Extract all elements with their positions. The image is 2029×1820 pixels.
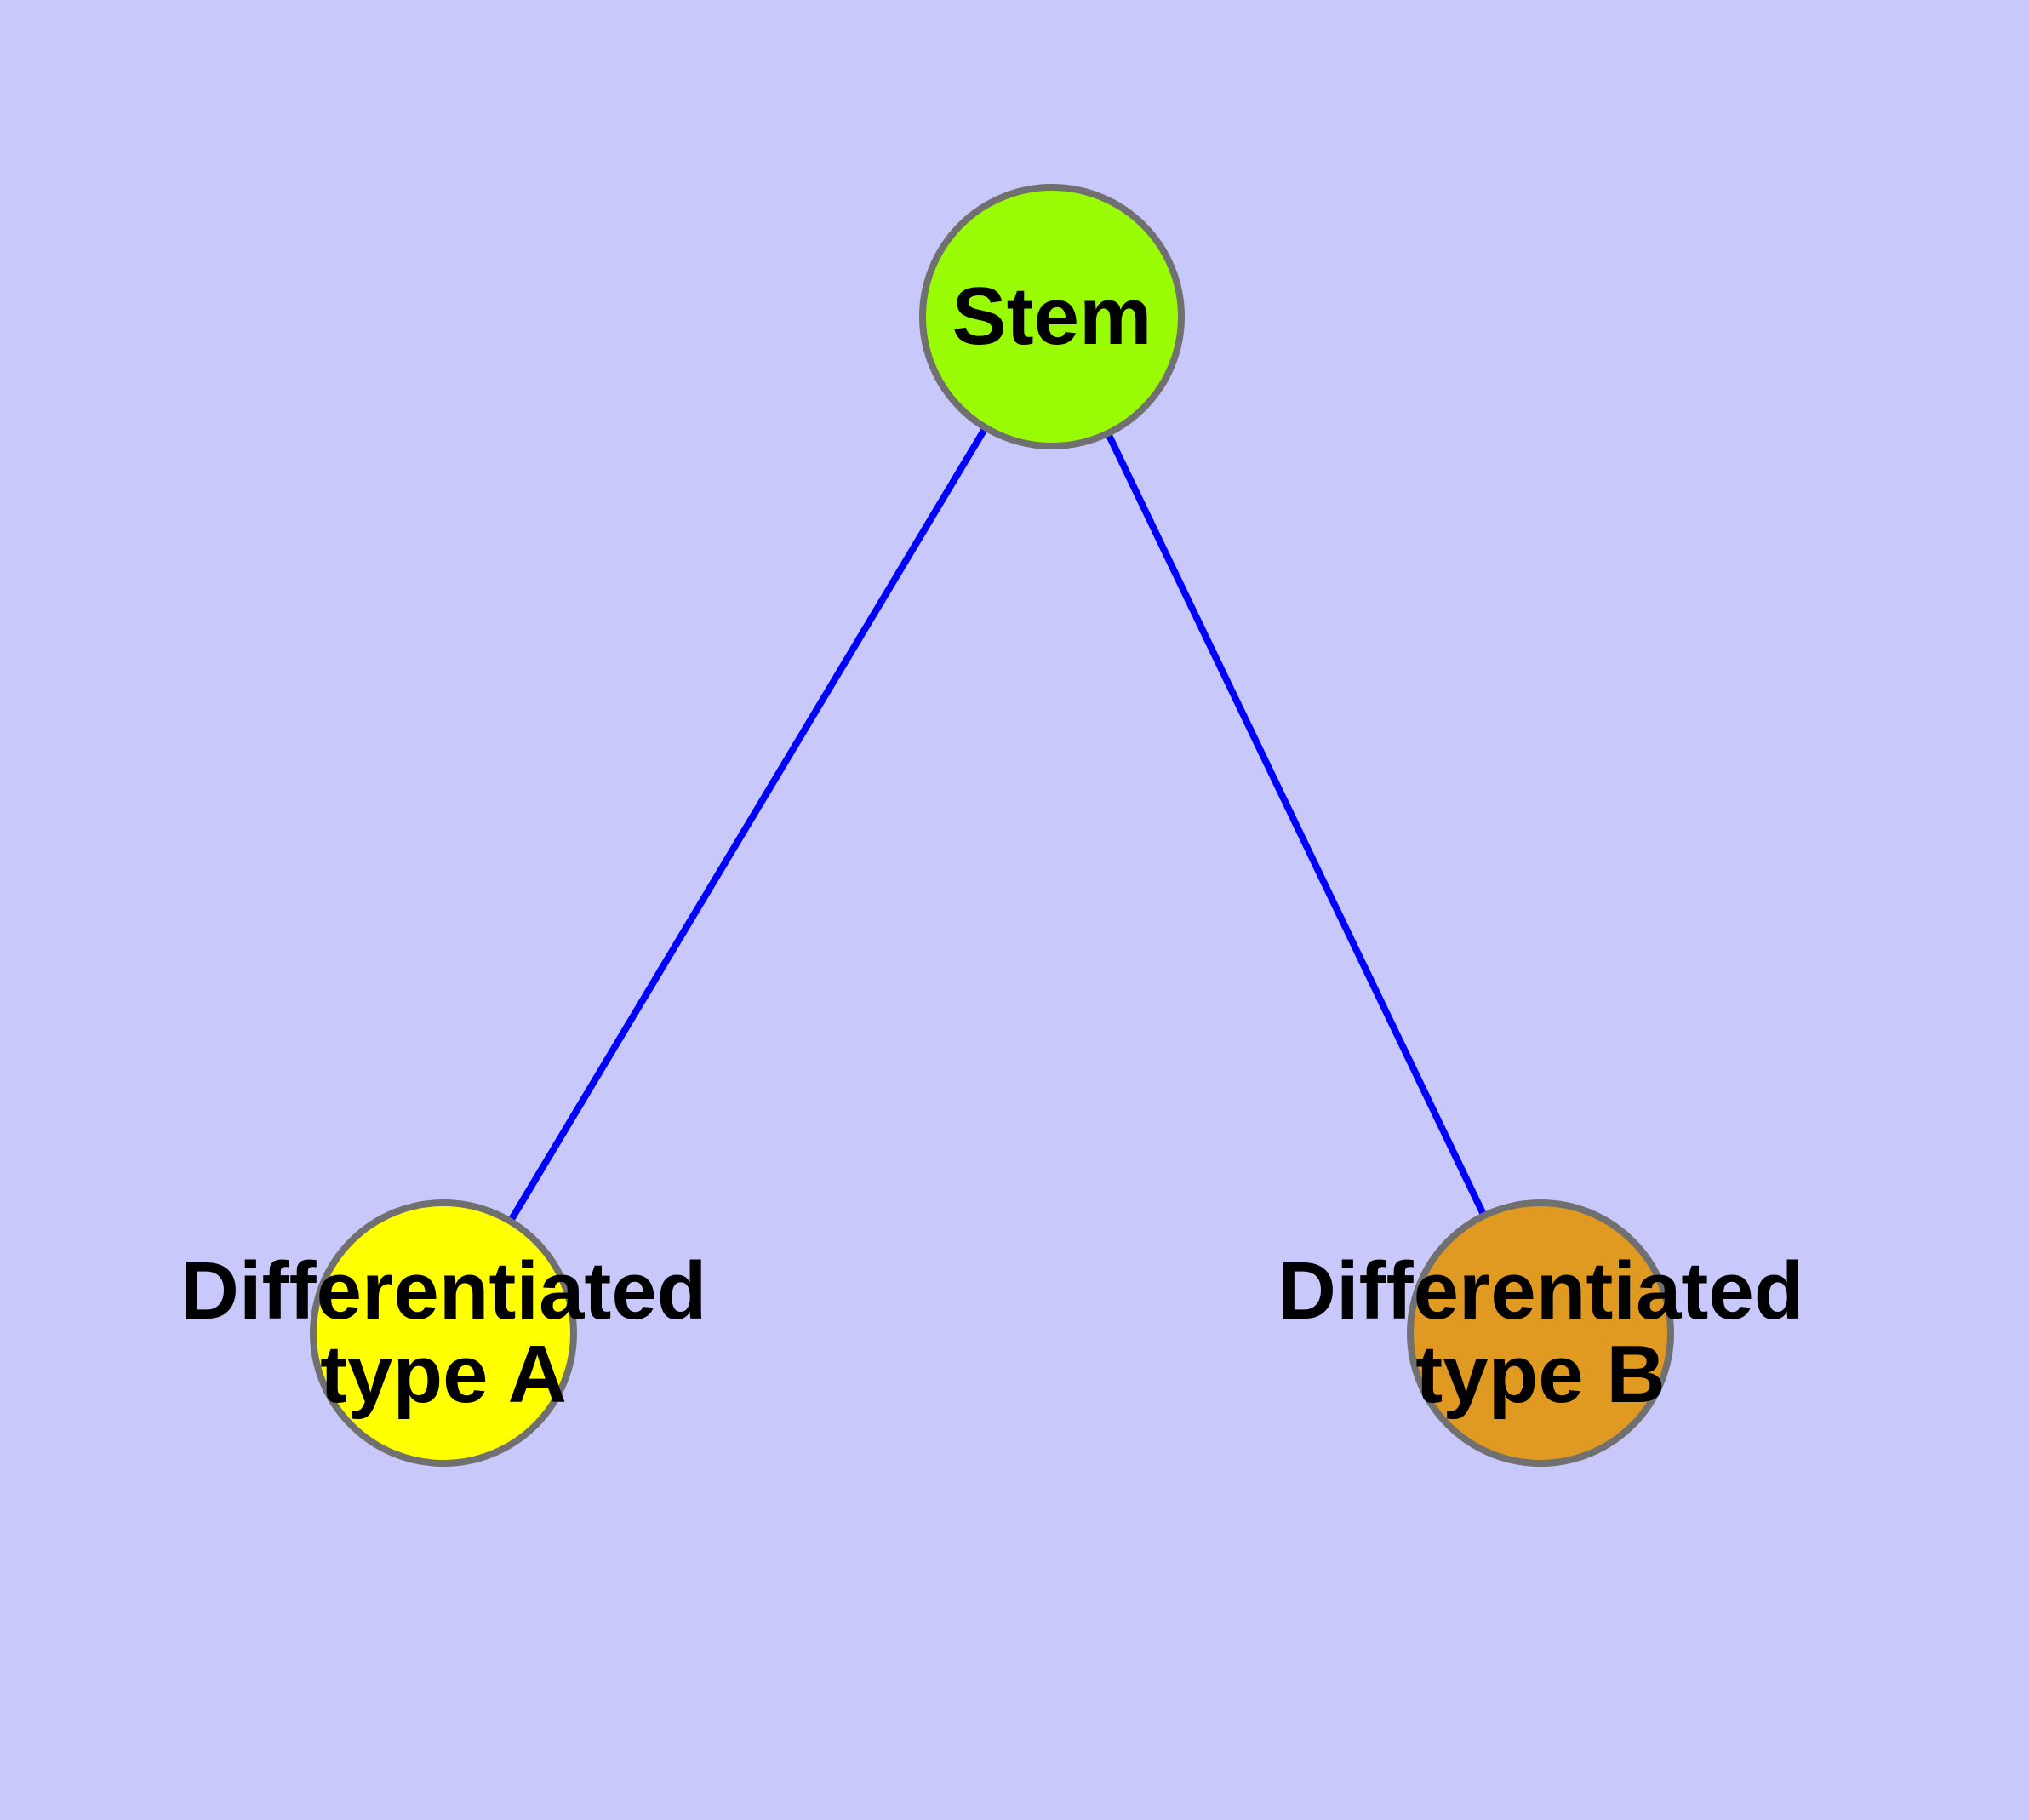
edge-stem-to-differentiated-type-b[interactable] (1105, 432, 1488, 1217)
node-differentiated-type-b[interactable] (1407, 1199, 1674, 1467)
node-stem[interactable] (919, 184, 1185, 449)
edge-stem-to-differentiated-type-a[interactable] (507, 426, 989, 1223)
node-differentiated-type-a[interactable] (310, 1199, 577, 1467)
node-layer (310, 184, 1674, 1467)
edge-layer (507, 426, 1488, 1223)
